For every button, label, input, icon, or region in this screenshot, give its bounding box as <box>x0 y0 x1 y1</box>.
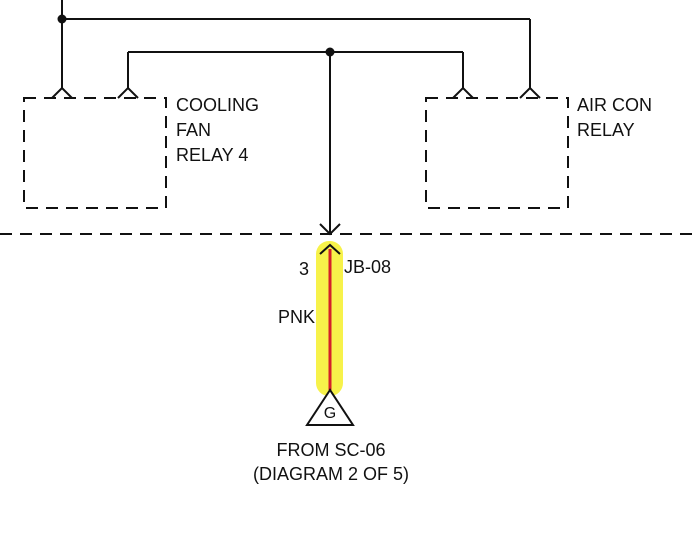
inner-bus-wire <box>127 51 464 88</box>
connector-id: JB-08 <box>344 257 391 277</box>
connector-pin-chevron <box>319 243 341 255</box>
source-reference-line2: (DIAGRAM 2 OF 5) <box>253 464 409 484</box>
cooling-fan-relay-label-line2: FAN <box>176 120 211 140</box>
air-con-relay-label: AIR CON RELAY <box>577 95 652 140</box>
ground-symbol-letter: G <box>324 405 336 422</box>
wire-color-code: PNK <box>278 307 315 327</box>
air-con-relay-box <box>425 97 569 209</box>
splice-dot <box>325 47 335 57</box>
top-bus-wire <box>57 0 531 88</box>
cooling-fan-relay-terminals <box>51 86 139 99</box>
air-con-relay-label-line1: AIR CON <box>577 95 652 115</box>
cooling-fan-relay-label-line3: RELAY 4 <box>176 145 248 165</box>
cooling-fan-relay-label: COOLING FAN RELAY 4 <box>176 95 259 165</box>
source-reference-line1: FROM SC-06 <box>276 440 385 460</box>
cooling-fan-relay-label-line1: COOLING <box>176 95 259 115</box>
ground-symbol: G <box>305 388 355 426</box>
connector-pin-number: 3 <box>299 259 309 279</box>
air-con-relay-label-line2: RELAY <box>577 120 635 140</box>
air-con-relay-terminals <box>452 86 541 99</box>
cooling-fan-relay-box <box>23 97 167 209</box>
splice-drop-wire <box>319 47 341 236</box>
